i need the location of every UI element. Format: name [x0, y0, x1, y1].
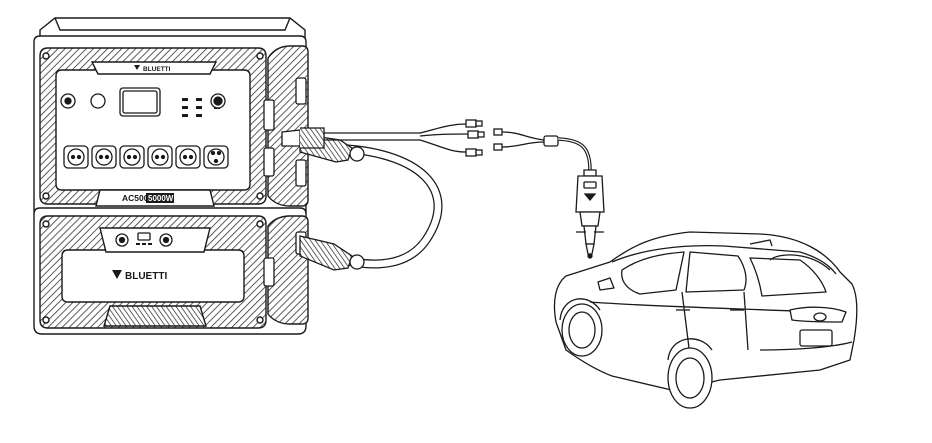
- battery-indicators: [136, 243, 152, 245]
- expansion-cable: [299, 133, 443, 271]
- lcd-screen: [119, 87, 161, 117]
- display-icon: [122, 90, 158, 114]
- socket-icon: [119, 145, 145, 169]
- power-icon: [64, 97, 72, 105]
- car-adapter-cable: [493, 128, 592, 171]
- brand-logo-top: BLUETTI: [134, 65, 171, 73]
- dc-button-icon: [213, 96, 223, 106]
- brand-logo-bottom: BLUETTI: [112, 270, 167, 282]
- vehicle-illustration: [553, 231, 858, 409]
- power-badge: [146, 193, 174, 203]
- socket-icon: [91, 145, 117, 169]
- bluetti-logo-icon: [134, 65, 140, 70]
- model-label: AC500 5000W: [122, 193, 174, 203]
- usb-port: [137, 232, 151, 241]
- cigarette-plug-icon: [575, 169, 605, 259]
- brand-label-bottom: BLUETTI: [125, 271, 167, 282]
- model-name: AC500: [122, 193, 149, 203]
- side-ports-upper: [263, 77, 307, 187]
- socket-icon: [175, 145, 201, 169]
- control-panel: [60, 87, 226, 117]
- power-rating: 5000W: [148, 194, 174, 203]
- socket-icon: [147, 145, 173, 169]
- display-button: [90, 93, 106, 109]
- socket-icon: [63, 145, 89, 169]
- brand-label-top: BLUETTI: [143, 66, 171, 73]
- car-charging-cable: [281, 119, 485, 157]
- expansion-battery: [33, 207, 309, 335]
- expansion-controls: [115, 232, 173, 247]
- ac-outlets: [63, 145, 229, 169]
- bluetti-logo-icon: [112, 270, 122, 279]
- socket-icon: [203, 145, 229, 169]
